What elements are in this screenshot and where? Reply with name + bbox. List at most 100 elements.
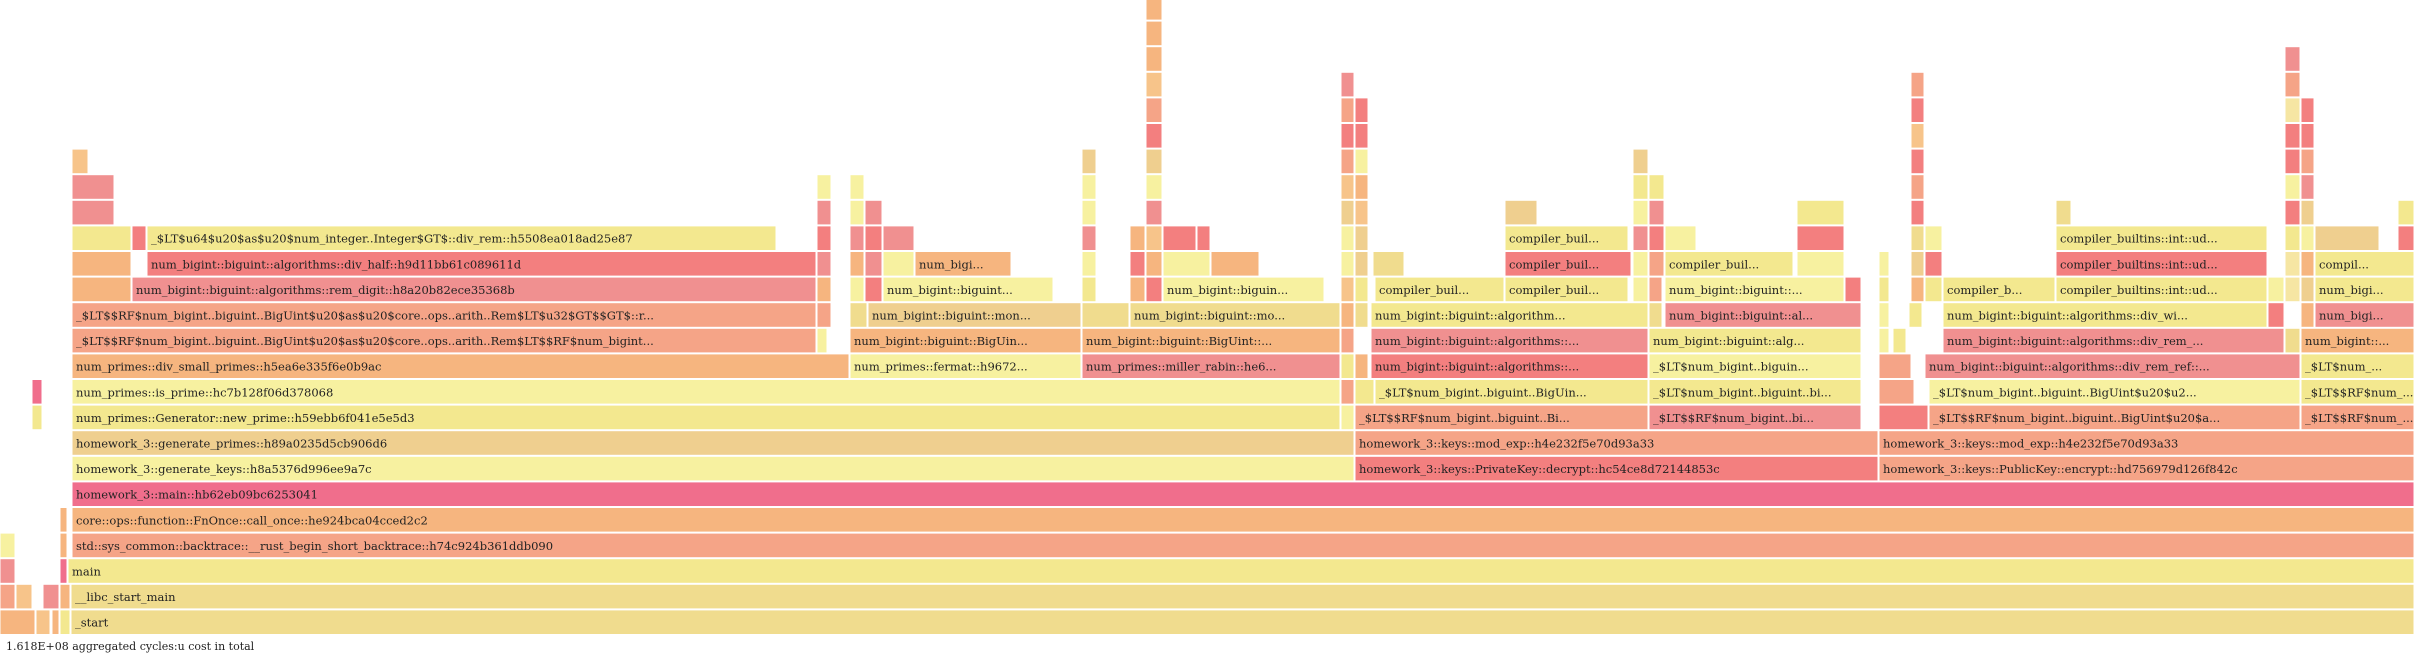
frame-rect[interactable] [1504, 251, 1632, 277]
frame-rect[interactable] [71, 455, 1355, 482]
flame-frame[interactable] [1354, 379, 1375, 405]
flame-frame[interactable] [1910, 97, 1925, 124]
frame-rect[interactable] [1145, 199, 1163, 226]
flame-frame[interactable] [1081, 174, 1097, 200]
flame-frame[interactable] [1648, 174, 1665, 200]
frame-rect[interactable] [1648, 327, 1862, 354]
flame-frame[interactable] [864, 199, 883, 226]
flame-frame[interactable] [1796, 251, 1845, 277]
frame-rect[interactable] [1162, 251, 1211, 277]
flame-frame[interactable]: num_bigi... [914, 251, 1012, 277]
flame-frame[interactable]: _$LT$num_bigint..biguint..BigUint$u20$u2… [1928, 379, 2301, 405]
flame-frame[interactable] [849, 251, 865, 277]
frame-rect[interactable] [2300, 404, 2415, 431]
frame-rect[interactable] [849, 353, 1082, 379]
flame-frame[interactable] [1632, 251, 1649, 277]
frame-rect[interactable] [1648, 251, 1665, 277]
flame-frame[interactable]: num_bigint::biguint::algorithms::... [1370, 353, 1649, 379]
flame-frame[interactable] [1145, 0, 1163, 21]
frame-rect[interactable] [1340, 97, 1355, 124]
flame-frame[interactable] [71, 199, 115, 226]
flame-frame[interactable] [35, 609, 51, 636]
frame-rect[interactable] [1878, 251, 1890, 277]
flame-frame[interactable] [1145, 225, 1163, 251]
flame-frame[interactable] [1340, 123, 1355, 149]
flame-frame[interactable] [1145, 276, 1163, 303]
frame-rect[interactable] [31, 404, 43, 431]
frame-rect[interactable] [67, 558, 2415, 584]
frame-rect[interactable] [1632, 174, 1649, 200]
flame-frame[interactable]: num_bigint::biguint::algorithms::div_rem… [1942, 327, 2285, 354]
flame-frame[interactable]: main [67, 558, 2415, 584]
flame-frame[interactable]: core::ops::function::FnOnce::call_once::… [71, 507, 2415, 533]
flame-frame[interactable]: compiler_buil... [1504, 276, 1629, 303]
frame-rect[interactable] [1664, 302, 1862, 328]
frame-rect[interactable] [0, 558, 16, 584]
flame-frame[interactable]: num_primes::miller_rabin::he6... [1081, 353, 1341, 379]
frame-rect[interactable] [816, 225, 832, 251]
flame-frame[interactable]: num_bigint::biguint::mon... [867, 302, 1082, 328]
frame-rect[interactable] [1910, 97, 1925, 124]
frame-rect[interactable] [1354, 199, 1369, 226]
frame-rect[interactable] [1354, 276, 1369, 303]
frame-rect[interactable] [1928, 379, 2301, 405]
frame-rect[interactable] [1196, 225, 1211, 251]
frame-rect[interactable] [1354, 353, 1369, 379]
frame-rect[interactable] [1648, 379, 1862, 405]
flame-frame[interactable] [1145, 148, 1163, 175]
flame-frame[interactable] [2284, 71, 2301, 98]
frame-rect[interactable] [1354, 174, 1369, 200]
frame-rect[interactable] [1908, 302, 1923, 328]
frame-rect[interactable] [1910, 276, 1925, 303]
frame-rect[interactable] [1878, 455, 2415, 482]
flame-frame[interactable] [1372, 251, 1405, 277]
frame-rect[interactable] [849, 174, 865, 200]
frame-rect[interactable] [1340, 148, 1355, 175]
flame-frame[interactable] [1664, 225, 1697, 251]
flame-frame[interactable] [1910, 174, 1925, 200]
frame-rect[interactable] [51, 609, 60, 636]
flame-frame[interactable] [2300, 199, 2315, 226]
flame-frame[interactable] [2055, 199, 2072, 226]
frame-rect[interactable] [1145, 0, 1163, 21]
frame-rect[interactable] [1844, 276, 1862, 303]
flame-frame[interactable]: num_bigint::biguint::algorithm... [1370, 302, 1649, 328]
frame-rect[interactable] [1145, 148, 1163, 175]
frame-rect[interactable] [882, 225, 915, 251]
flame-frame[interactable]: num_bigint::biguint::algorithms::div_wi.… [1942, 302, 2268, 328]
frame-rect[interactable] [1354, 225, 1369, 251]
flame-frame[interactable] [1632, 276, 1649, 303]
frame-rect[interactable] [1664, 251, 1794, 277]
flame-frame[interactable] [1632, 225, 1649, 251]
flame-frame[interactable] [71, 148, 89, 175]
frame-rect[interactable] [2397, 225, 2415, 251]
frame-rect[interactable] [1354, 379, 1375, 405]
frame-rect[interactable] [71, 302, 817, 328]
frame-rect[interactable] [1129, 276, 1146, 303]
frame-rect[interactable] [1648, 404, 1862, 431]
frame-rect[interactable] [1162, 225, 1197, 251]
frame-rect[interactable] [1081, 276, 1097, 303]
frame-rect[interactable] [2284, 46, 2301, 72]
frame-rect[interactable] [1081, 148, 1097, 175]
frame-rect[interactable] [2284, 327, 2301, 354]
flame-frame[interactable] [1878, 251, 1890, 277]
frame-rect[interactable] [882, 251, 915, 277]
flame-frame[interactable]: num_primes::Generator::new_prime::h59ebb… [71, 404, 1341, 431]
flame-frame[interactable]: compiler_buil... [1504, 225, 1629, 251]
frame-rect[interactable] [1910, 174, 1925, 200]
flame-frame[interactable] [1910, 251, 1925, 277]
frame-rect[interactable] [1145, 20, 1163, 47]
flame-frame[interactable]: compil... [2314, 251, 2415, 277]
flame-frame[interactable] [1924, 225, 1943, 251]
flame-frame[interactable] [1340, 251, 1355, 277]
flame-frame[interactable] [131, 225, 147, 251]
frame-rect[interactable] [849, 251, 865, 277]
frame-rect[interactable] [71, 225, 132, 251]
flame-frame[interactable] [31, 404, 43, 431]
frame-rect[interactable] [1924, 353, 2301, 379]
flame-frame[interactable] [1354, 199, 1369, 226]
frame-rect[interactable] [2300, 123, 2315, 149]
frame-rect[interactable] [1928, 404, 2301, 431]
frame-rect[interactable] [1210, 251, 1260, 277]
